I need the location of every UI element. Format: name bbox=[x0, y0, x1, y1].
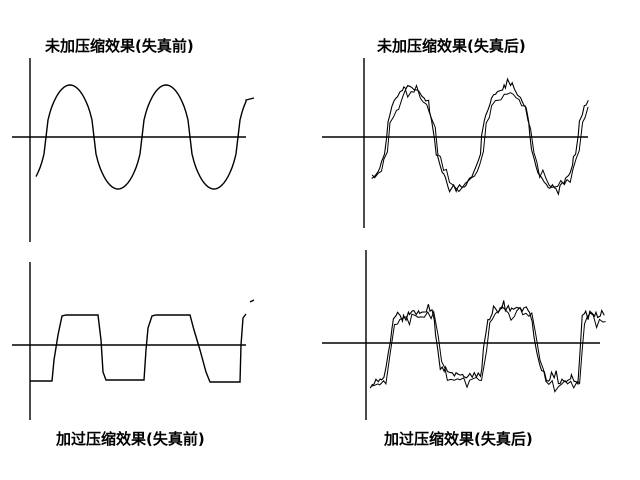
clean-compressed-wave bbox=[30, 313, 247, 383]
caption-compressed-after: 加过压缩效果(失真后) bbox=[384, 430, 533, 448]
distorted-sine-wave bbox=[371, 77, 589, 197]
panel-compressed-clean bbox=[12, 262, 255, 420]
caption-compressed-before: 加过压缩效果(失真前) bbox=[56, 430, 205, 448]
panel-compressed-distorted bbox=[322, 250, 606, 420]
wave-tail-mark bbox=[249, 299, 255, 303]
panel-uncompressed-distorted bbox=[322, 58, 589, 228]
clean-sine-wave bbox=[35, 84, 255, 190]
caption-uncompressed-after: 未加压缩效果(失真后) bbox=[377, 37, 526, 55]
caption-uncompressed-before: 未加压缩效果(失真前) bbox=[45, 37, 194, 55]
distorted-compressed-wave bbox=[369, 300, 605, 389]
distorted-compressed-wave-overlay bbox=[371, 305, 606, 393]
panel-uncompressed-clean bbox=[12, 58, 255, 242]
distorted-sine-wave-overlay bbox=[371, 83, 589, 193]
